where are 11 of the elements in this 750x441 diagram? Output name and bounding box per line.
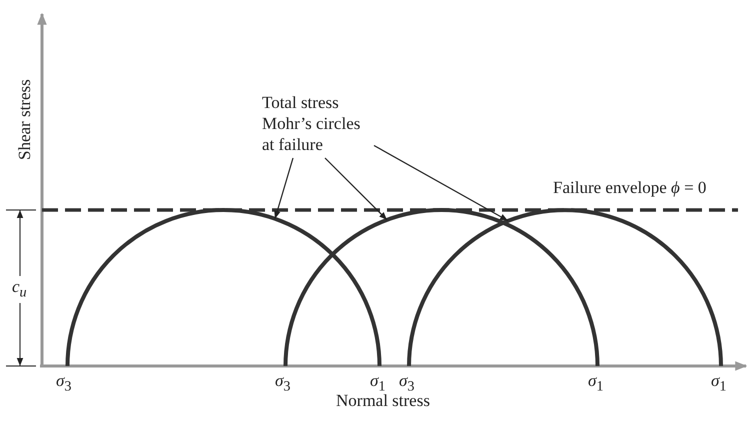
- stress-label: σ$_{3}$: [275, 370, 290, 396]
- leader-line: [274, 158, 294, 219]
- leader-line: [374, 144, 508, 222]
- stress-label: σ$_{3}$: [56, 370, 72, 396]
- stress-label: σ$_{1}$: [588, 370, 604, 396]
- leader-line: [324, 158, 388, 220]
- stress-label: σ$_{1}$: [711, 370, 726, 396]
- axis-title: Shear stress: [14, 79, 35, 160]
- dimension-label: c$_{u}$: [12, 276, 27, 304]
- envelope-label: Failure envelope ϕ = 0: [553, 177, 706, 198]
- callout-text: Total stress Mohr’s circles at failure: [262, 92, 372, 155]
